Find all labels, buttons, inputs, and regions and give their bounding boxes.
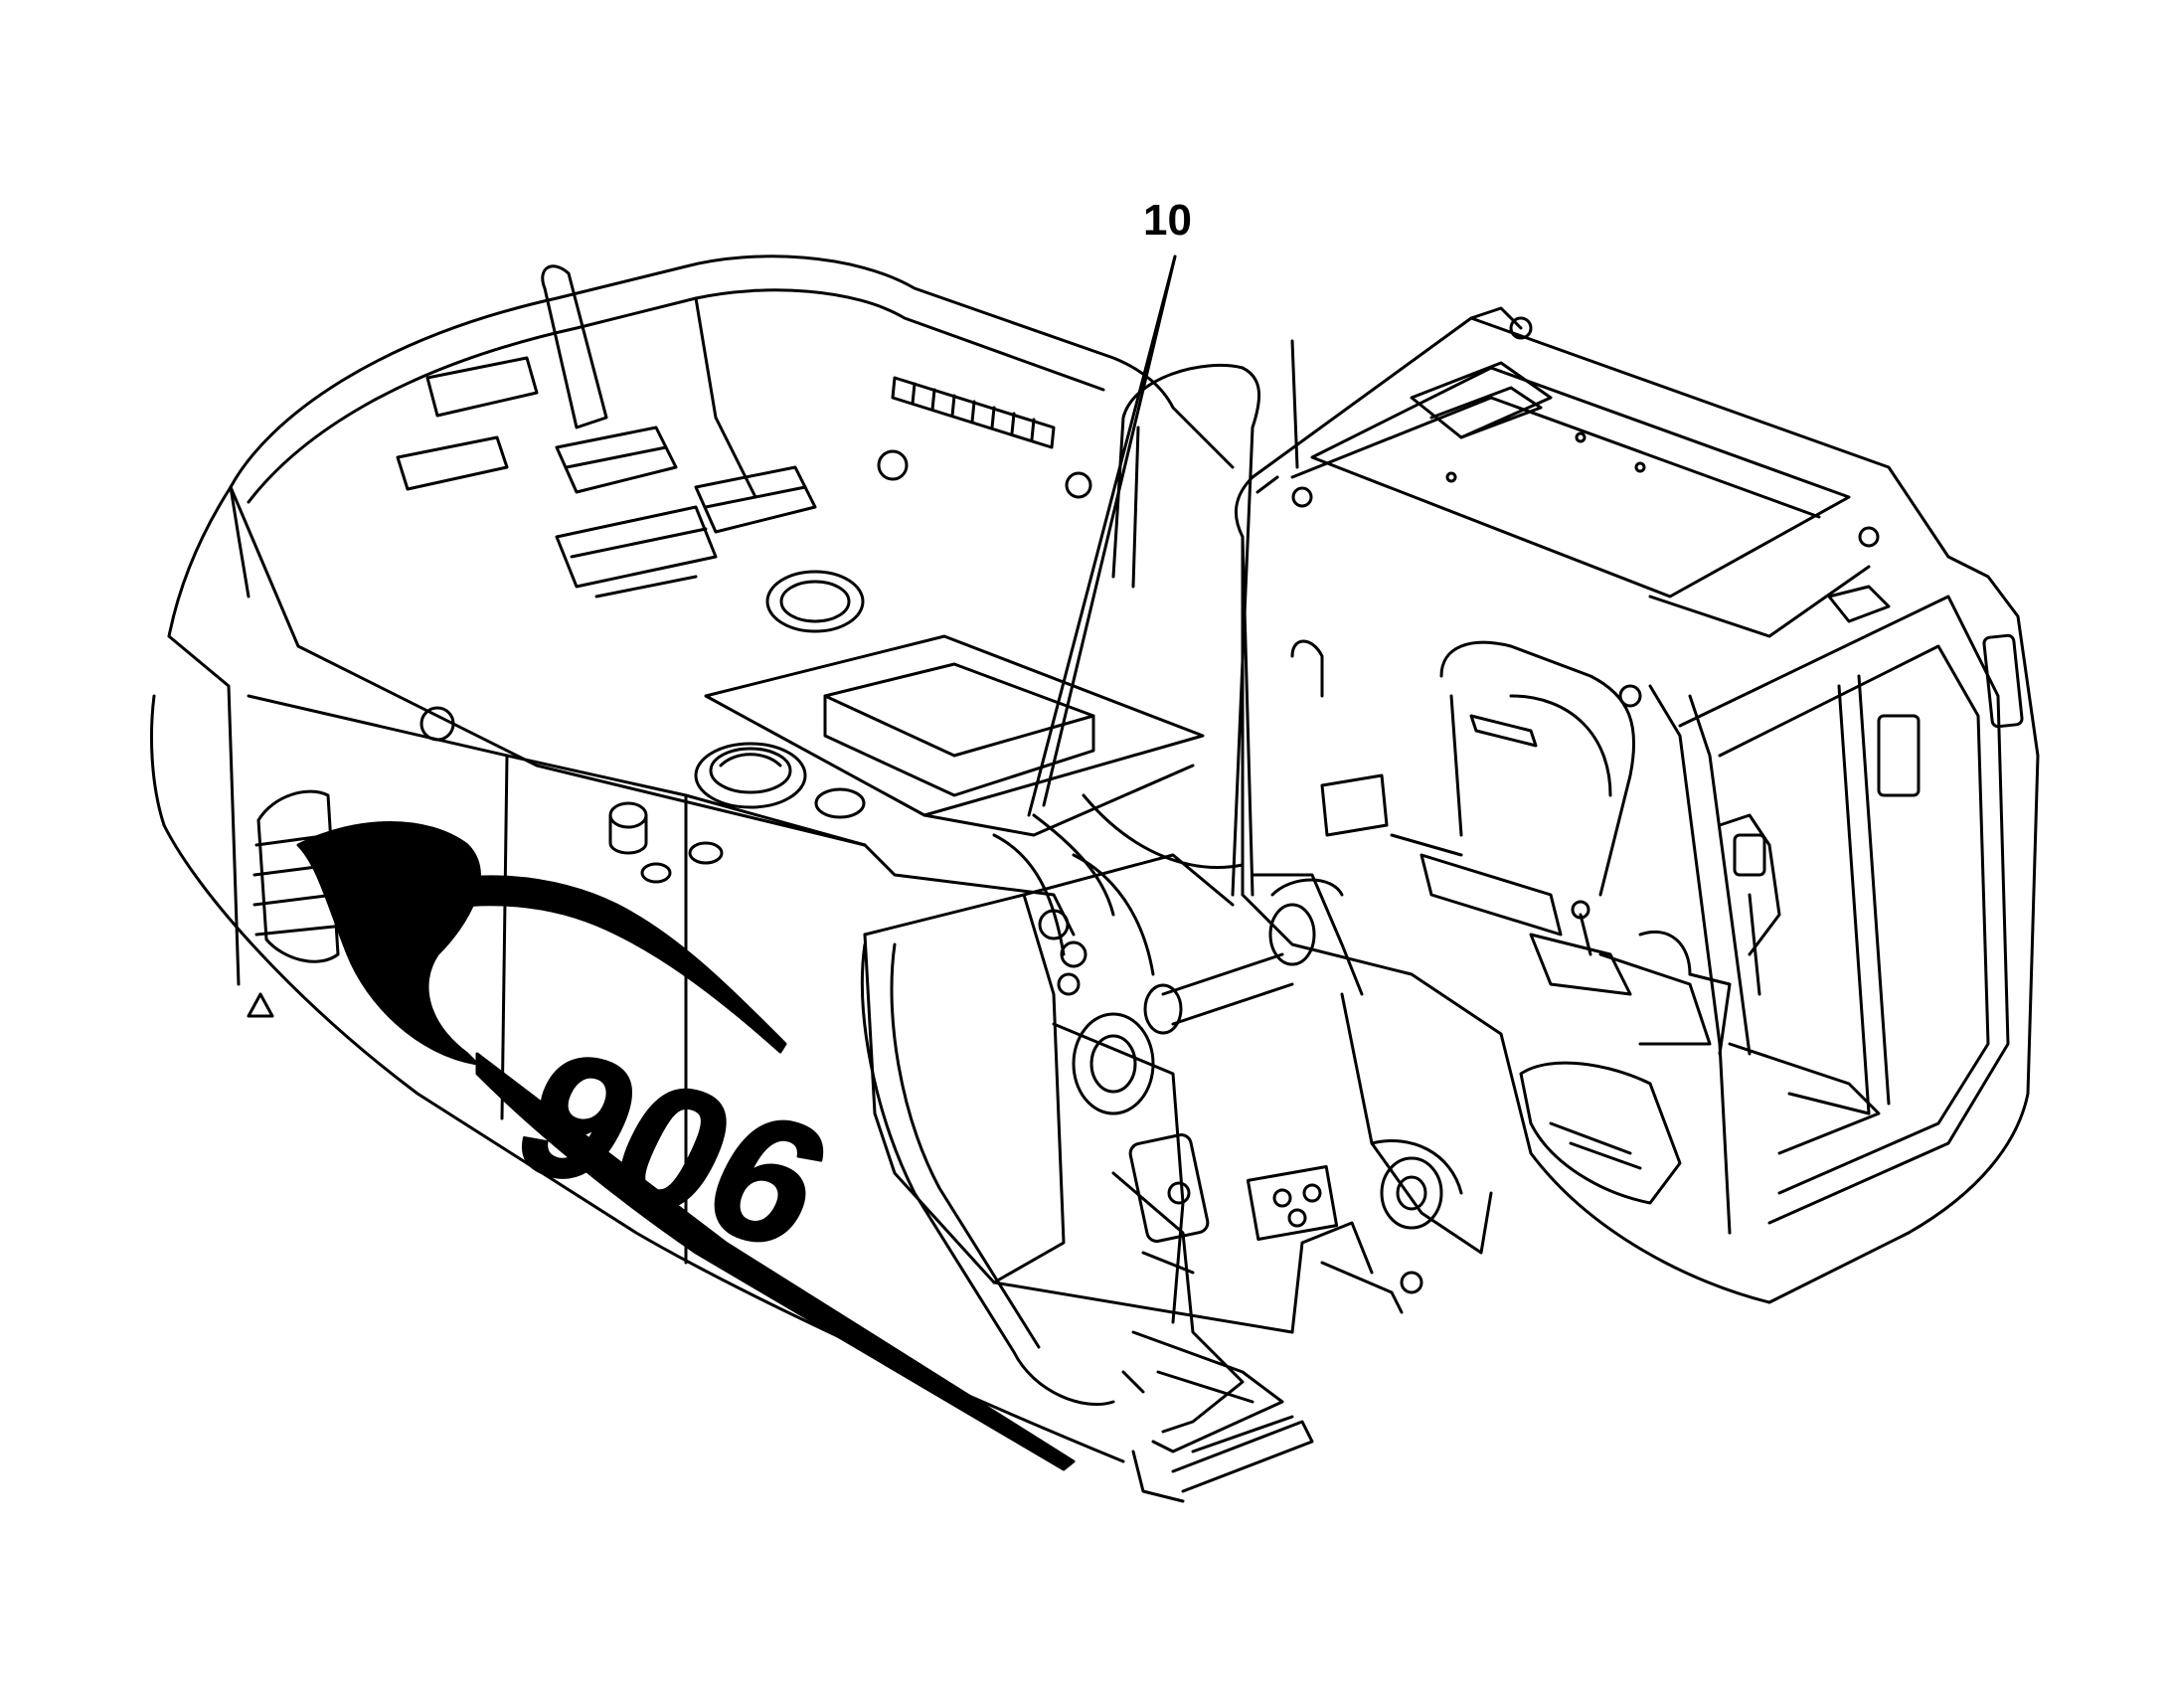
engine-hood [149,255,1235,827]
antenna [1290,339,1299,469]
steering-controls [1718,813,1881,1155]
operator-seat [1390,640,1636,937]
boom-pivot-pin [1268,903,1316,966]
side-cowl [162,485,1125,1463]
control-consoles [1529,900,1732,1056]
tool-box-platform [704,634,1205,837]
boom-foot-frame [863,793,1493,1334]
access-ladder [860,942,1314,1503]
model-decal: 906 [487,1013,860,1286]
hood-grille-blocks [555,426,817,598]
hand-rails [1111,363,1261,897]
hood-vent [891,376,1056,449]
operator-cab [1234,306,2040,1304]
fuel-filler-cap [608,742,866,884]
exhaust-pipe [541,264,608,429]
side-decal-swoosh [296,821,1076,1471]
callout-label-10: 10 [1143,196,1192,245]
callout-10-leader-line [1027,255,1177,817]
warning-triangle-icon [247,992,274,1018]
